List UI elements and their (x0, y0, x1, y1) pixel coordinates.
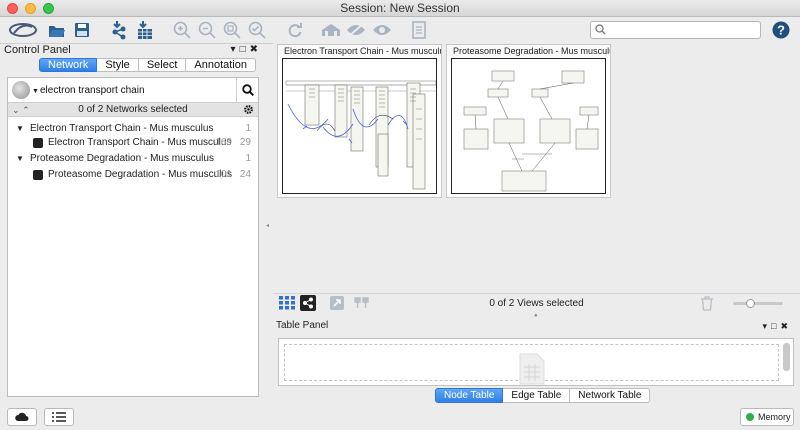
network-view-toolbar: 0 of 2 Views selected (273, 293, 800, 312)
network-preview-canvas (282, 58, 437, 194)
home-icon[interactable] (320, 19, 342, 41)
expand-all-icon[interactable]: ⌃ (22, 105, 30, 115)
import-network-icon[interactable] (108, 19, 130, 41)
import-table-icon[interactable] (134, 19, 156, 41)
tab-select[interactable]: Select (138, 58, 187, 72)
search-icon (241, 84, 254, 96)
memory-status-icon (746, 413, 754, 421)
show-icon[interactable] (371, 19, 393, 41)
open-folder-icon[interactable] (46, 19, 68, 41)
zoom-in-icon[interactable] (172, 19, 192, 41)
panel-close-icon[interactable]: ✖ (249, 44, 262, 55)
network-icon (33, 138, 43, 148)
zoom-fit-icon[interactable] (222, 19, 242, 41)
tab-style[interactable]: Style (97, 58, 139, 72)
empty-table-area (284, 344, 779, 385)
panel-collapse-icon[interactable]: ▾ (762, 321, 772, 331)
network-view-grid: Electron Transport Chain - Mus musculu P… (273, 43, 800, 293)
cytoscape-logo-icon[interactable] (6, 19, 40, 41)
collapse-all-icon[interactable]: ⌄ (12, 105, 20, 115)
network-search-button[interactable] (236, 78, 258, 102)
svg-text:?: ? (777, 23, 785, 38)
main-toolbar: ? (0, 17, 800, 44)
control-panel-title: Control Panel (4, 44, 71, 56)
pin-icon[interactable] (353, 297, 371, 309)
search-icon (595, 24, 606, 35)
network-preview-canvas (451, 58, 606, 194)
help-icon[interactable]: ? (771, 19, 791, 41)
splitter-handle[interactable]: ● (534, 313, 538, 319)
table-panel-content (278, 338, 794, 386)
tab-edge-table[interactable]: Edge Table (503, 388, 571, 403)
refresh-icon[interactable] (285, 19, 305, 41)
network-options-gear-icon[interactable] (243, 104, 254, 120)
network-selection-status: 0 of 2 Networks selected (78, 104, 188, 115)
thumbnail-size-slider[interactable] (733, 299, 783, 308)
control-panel-tabs: Network Style Select Annotation (39, 58, 256, 72)
tab-network-table[interactable]: Network Table (570, 388, 651, 403)
chevron-down-icon[interactable]: ▼ (32, 88, 39, 95)
network-row[interactable]: Proteasome Degradation - Mus musculus 10… (8, 167, 258, 183)
status-bar: Memory (0, 406, 800, 430)
vertical-scrollbar[interactable] (783, 343, 790, 371)
window-title-bar: Session: New Session (0, 0, 800, 17)
panel-float-icon[interactable]: □ (239, 44, 250, 55)
window-close-button[interactable] (7, 3, 18, 14)
export-icon[interactable] (409, 19, 429, 41)
tab-annotation[interactable]: Annotation (186, 58, 256, 72)
network-view-thumbnail[interactable]: Electron Transport Chain - Mus musculu (277, 44, 442, 198)
cloud-icon[interactable] (7, 408, 37, 426)
empty-table-icon (519, 353, 545, 385)
splitter-handle[interactable]: ◂ (266, 223, 270, 229)
panel-float-icon[interactable]: □ (771, 321, 781, 331)
expand-triangle-icon[interactable]: ▼ (16, 154, 24, 163)
network-panel: ▼ ⌄ ⌃ 0 of 2 Networks selected ▼ Electro… (7, 77, 259, 397)
network-row[interactable]: Electron Transport Chain - Mus musculus … (8, 135, 258, 151)
network-view-icon[interactable] (300, 295, 316, 311)
save-icon[interactable] (71, 19, 93, 41)
window-minimize-button[interactable] (25, 3, 36, 14)
network-view-thumbnail[interactable]: Proteasome Degradation - Mus musculu (446, 44, 611, 198)
toolbar-search-input[interactable] (609, 23, 757, 37)
collection-row[interactable]: ▼ Electron Transport Chain - Mus musculu… (8, 121, 258, 137)
panel-collapse-icon[interactable]: ▾ (230, 44, 240, 55)
database-avatar-icon[interactable] (12, 81, 30, 99)
detach-view-icon[interactable] (330, 296, 344, 310)
window-title: Session: New Session (340, 1, 460, 15)
trash-icon[interactable] (700, 296, 714, 311)
zoom-selected-icon[interactable] (247, 19, 267, 41)
view-selection-status: 0 of 2 Views selected (489, 298, 584, 309)
collection-row[interactable]: ▼ Proteasome Degradation - Mus musculus … (8, 151, 258, 167)
window-maximize-button[interactable] (43, 3, 54, 14)
table-panel-tabs: Node Table Edge Table Network Table (435, 388, 651, 403)
hide-icon[interactable] (345, 19, 367, 41)
tab-node-table[interactable]: Node Table (435, 388, 504, 403)
expand-triangle-icon[interactable]: ▼ (16, 124, 24, 133)
toolbar-search-field[interactable] (590, 21, 761, 39)
network-search-input[interactable] (40, 82, 238, 98)
task-list-icon[interactable] (44, 408, 74, 426)
network-search-bar: ▼ (8, 78, 258, 103)
table-panel-title: Table Panel (276, 320, 329, 331)
network-icon (33, 170, 43, 180)
network-selection-bar: ⌄ ⌃ 0 of 2 Networks selected (8, 103, 258, 117)
memory-button[interactable]: Memory (740, 408, 794, 426)
control-panel-header: Control Panel ▾□✖ (4, 43, 262, 57)
slider-knob[interactable] (746, 299, 755, 308)
thumbnail-title: Proteasome Degradation - Mus musculu (447, 45, 610, 57)
panel-close-icon[interactable]: ✖ (780, 321, 792, 331)
memory-label: Memory (758, 412, 791, 422)
table-panel-header: Table Panel ▾□✖ (276, 319, 796, 333)
zoom-out-icon[interactable] (197, 19, 217, 41)
tab-network[interactable]: Network (39, 58, 98, 72)
thumbnail-title: Electron Transport Chain - Mus musculu (278, 45, 441, 57)
grid-view-icon[interactable] (279, 296, 295, 310)
